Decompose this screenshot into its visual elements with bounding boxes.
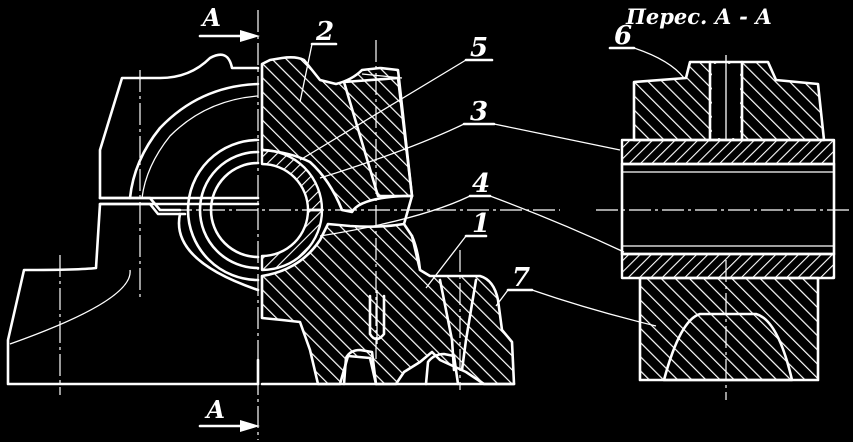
cut-mark-top: А xyxy=(198,3,260,42)
callout-5: 5 xyxy=(470,33,488,63)
callout-leaders xyxy=(299,42,685,327)
cut-label-bottom: А xyxy=(204,395,226,424)
front-view-outer-half xyxy=(6,10,560,440)
callout-7: 7 xyxy=(512,263,530,293)
cut-label-top: А xyxy=(200,3,222,32)
callout-4: 4 xyxy=(472,169,490,199)
cut-mark-bottom: А xyxy=(198,395,260,432)
front-view-section-half xyxy=(260,40,516,390)
callout-3: 3 xyxy=(470,97,488,127)
callout-6: 6 xyxy=(614,21,632,51)
section-title: Перес. А - А xyxy=(625,4,772,29)
callout-2: 2 xyxy=(315,17,334,47)
section-a-a-view xyxy=(596,55,852,400)
callout-1: 1 xyxy=(472,209,490,239)
